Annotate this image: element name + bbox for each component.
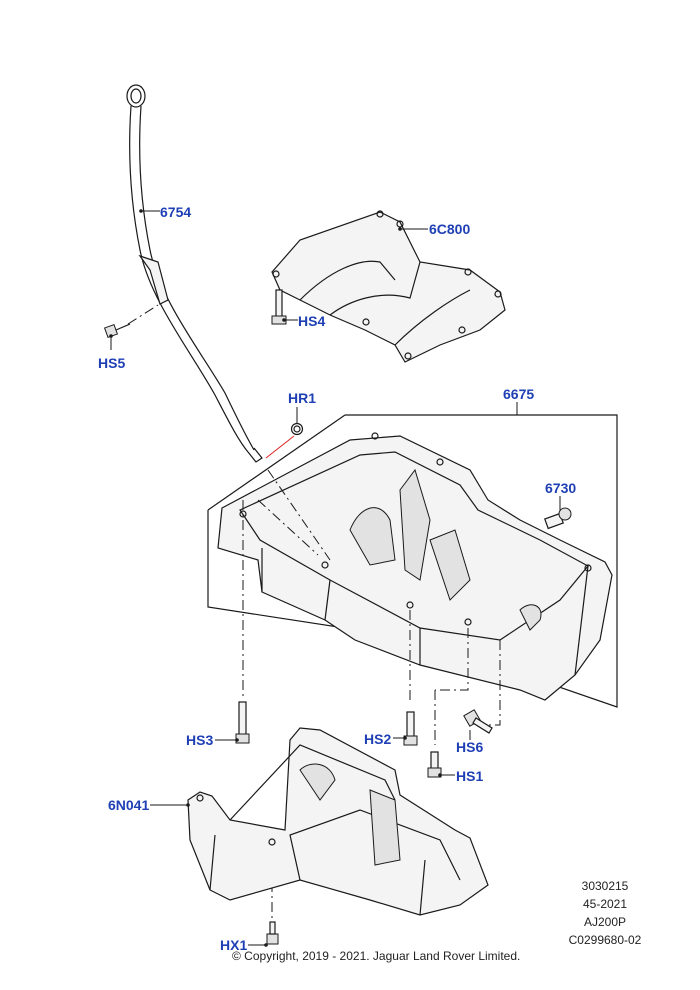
callout-hr1: HR1 (288, 390, 317, 406)
reference-line-1: 3030215 (581, 879, 629, 893)
reference-line-4: C0299680-02 (568, 933, 642, 947)
callout-hs2: HS2 (364, 731, 392, 747)
lower-oil-pan (187, 727, 489, 916)
callout-6c800: 6C800 (429, 221, 471, 237)
callout-hx1: HX1 (220, 937, 248, 953)
callout-hs3: HS3 (186, 732, 214, 748)
callout-hs5: HS5 (98, 355, 126, 371)
callout-6730: 6730 (545, 480, 577, 496)
callout-6754: 6754 (160, 204, 192, 220)
drain-plug-6730 (544, 507, 572, 530)
callout-6675: 6675 (503, 386, 535, 402)
bolt-hs2 (403, 711, 418, 746)
bolt-hx1 (266, 921, 279, 945)
callout-hs1: HS1 (456, 768, 484, 784)
o-ring-hr1 (265, 422, 304, 459)
callout-6n041: 6N041 (108, 797, 150, 813)
bolt-hs6 (463, 709, 493, 734)
callout-hs6: HS6 (456, 739, 484, 755)
bolt-hs3 (235, 701, 250, 744)
bolt-hs1 (427, 751, 442, 778)
bolt-hs5 (103, 323, 131, 339)
oil-pan (217, 432, 613, 701)
oil-baffle (271, 210, 506, 363)
leader-lines (109, 209, 561, 947)
copyright-notice: © Copyright, 2019 - 2021. Jaguar Land Ro… (232, 949, 521, 963)
callout-hs4: HS4 (298, 313, 326, 329)
reference-line-2: 45-2021 (582, 897, 628, 911)
reference-line-3: AJ200P (583, 915, 627, 929)
dipstick-tube (126, 84, 263, 463)
